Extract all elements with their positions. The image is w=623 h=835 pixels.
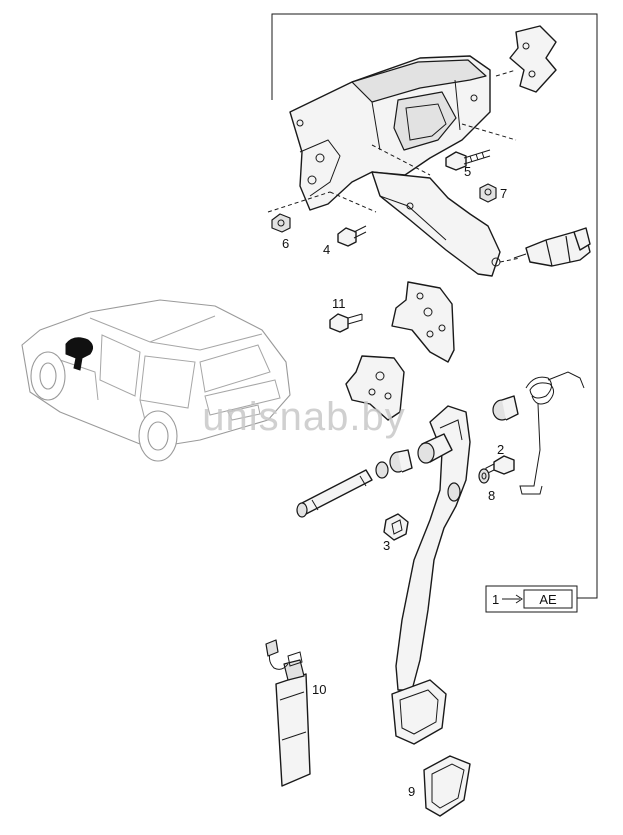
clip-part-3: [383, 513, 409, 541]
bolt-part-5: [445, 149, 491, 171]
pedal-bracket-assembly: [289, 55, 501, 277]
assembly-callout: 1 AE: [485, 585, 578, 613]
callout-11: 11: [332, 296, 346, 311]
assembly-code-label: AE: [539, 592, 557, 607]
assembly-bracket-line: [271, 13, 598, 599]
pivot-shaft: [296, 469, 373, 518]
callout-10: 10: [312, 682, 326, 697]
pedal-location-marker: [65, 337, 94, 371]
vehicle-locator-illustration: [21, 299, 291, 462]
grease-tube-part-10: [265, 639, 311, 787]
assembly-code-box: [523, 589, 573, 609]
callout-4: 4: [323, 242, 330, 257]
pedal-pad: [391, 679, 447, 745]
pivot-plate-upper: [391, 281, 455, 363]
callout-6: 6: [282, 236, 289, 251]
bolt-part-11: [329, 313, 363, 333]
callout-2: 2: [497, 442, 504, 457]
washer-part-8: [478, 468, 490, 484]
callout-1: 1: [492, 592, 499, 607]
callout-3: 3: [383, 538, 390, 553]
bolt-part-2: [485, 455, 515, 475]
return-spring: [519, 371, 585, 495]
pivot-plate-lower: [345, 355, 405, 421]
bushing-middle: [375, 449, 413, 479]
leader-lines: [267, 69, 521, 263]
mounting-plate: [509, 25, 557, 93]
watermark-text: unisnab.by: [202, 395, 405, 439]
clutch-pedal-arm: [395, 405, 471, 691]
stop-light-switch: [513, 227, 591, 267]
nut-part-7: [479, 183, 497, 203]
callout-5: 5: [464, 164, 471, 179]
callout-9: 9: [408, 784, 415, 799]
bushing-upper: [492, 395, 519, 421]
callout-8: 8: [488, 488, 495, 503]
nut-part-6: [271, 213, 291, 233]
callout-7: 7: [500, 186, 507, 201]
bolt-part-4: [337, 225, 367, 247]
pedal-rubber-part-9: [423, 755, 471, 817]
